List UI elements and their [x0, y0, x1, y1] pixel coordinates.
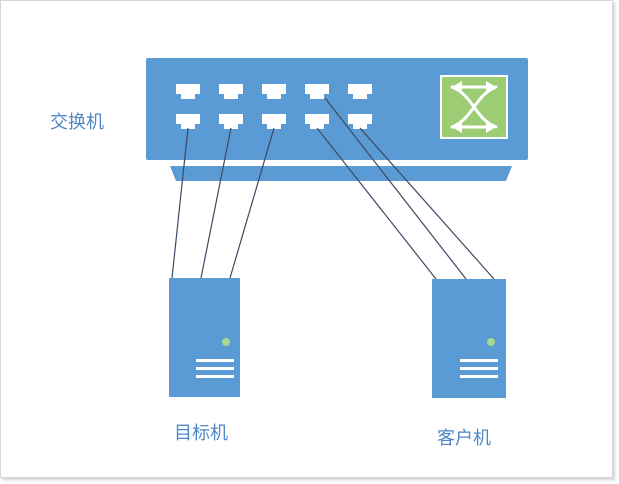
port [176, 114, 200, 129]
port [219, 84, 243, 99]
port [262, 114, 286, 129]
port [348, 114, 372, 129]
server-case [169, 278, 240, 397]
port [219, 114, 243, 129]
port [176, 84, 200, 99]
drive-slot [460, 367, 498, 370]
switch-label: 交换机 [50, 112, 104, 133]
port-row-top [176, 84, 372, 99]
switch-body [146, 58, 528, 160]
drive-slot [196, 359, 234, 362]
server-case [432, 279, 506, 398]
switch-arrows-icon [440, 75, 508, 139]
port [348, 84, 372, 99]
port [305, 84, 329, 99]
cable [171, 127, 189, 279]
target-server [169, 278, 240, 397]
cable [229, 127, 275, 279]
port-row-bottom [176, 114, 372, 129]
port [305, 114, 329, 129]
client-label: 客户机 [437, 428, 491, 449]
cables [171, 97, 495, 280]
drive-slot [196, 367, 234, 370]
status-led-icon [222, 338, 230, 346]
drive-slot [460, 359, 498, 362]
target-label: 目标机 [174, 423, 228, 444]
status-led-icon [487, 338, 495, 346]
cable [359, 127, 495, 280]
cable [316, 127, 437, 280]
client-server [432, 279, 506, 398]
cable [200, 127, 232, 279]
cable [324, 97, 467, 280]
switch-base [170, 166, 512, 181]
drive-slot [460, 375, 498, 378]
drive-slot [196, 375, 234, 378]
port [262, 84, 286, 99]
